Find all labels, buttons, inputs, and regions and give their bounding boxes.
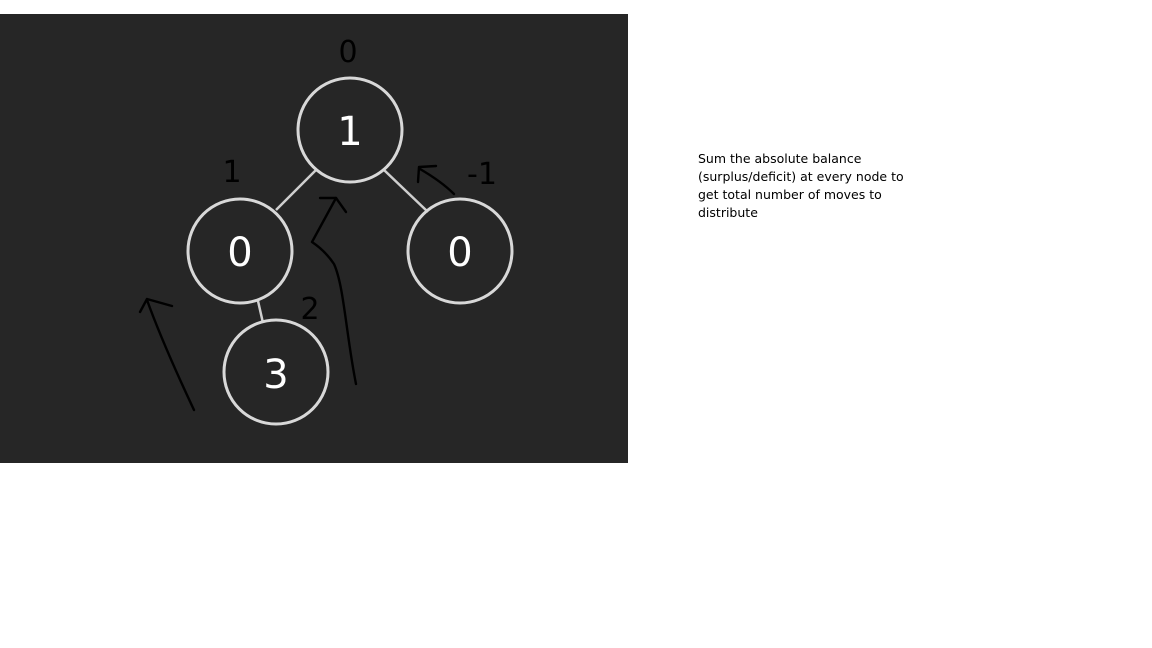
balance-right: -1 (467, 157, 497, 192)
explanation-note: Sum the absolute balance (surplus/defici… (698, 151, 904, 220)
tree-svg: 1 0 0 3 0 1 -1 2 (138, 35, 514, 426)
node-root-value: 1 (337, 109, 362, 155)
balance-left-child: 2 (300, 292, 319, 327)
node-left-value: 0 (227, 230, 252, 276)
edge-root-right (383, 169, 429, 213)
balance-root: 0 (338, 35, 357, 70)
arrow-up-center-icon (310, 196, 358, 386)
arrow-right-to-root-icon (416, 164, 456, 196)
arrow-up-left-icon (138, 297, 196, 412)
edge-left-leftchild (256, 300, 265, 324)
balance-left: 1 (222, 155, 241, 190)
node-left: 0 (186, 197, 294, 305)
edge-root-left (275, 169, 317, 211)
tree-diagram: 1 0 0 3 0 1 -1 2 (0, 14, 628, 463)
node-right: 0 (406, 197, 514, 305)
node-left-child: 3 (222, 318, 330, 426)
node-left-child-value: 3 (263, 352, 288, 398)
node-root: 1 (296, 76, 404, 184)
node-right-value: 0 (447, 230, 472, 276)
